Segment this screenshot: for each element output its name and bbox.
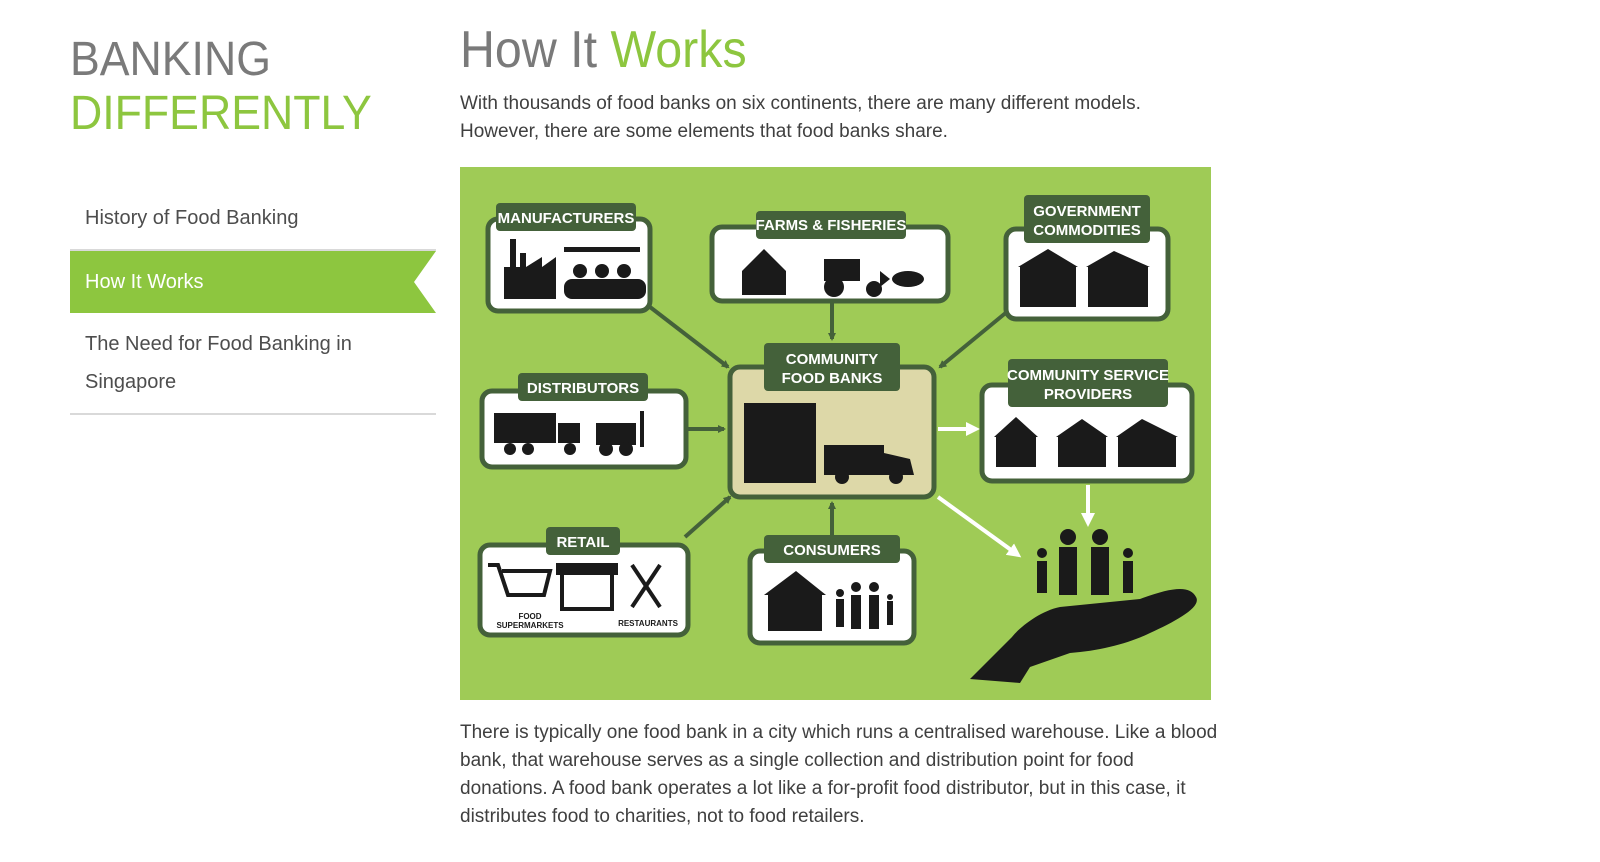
- node-community-service-providers: COMMUNITY SERVICE PROVIDERS: [982, 359, 1192, 481]
- page-title: How It Works: [460, 22, 747, 79]
- label-consumers: CONSUMERS: [783, 542, 881, 559]
- label-government-line2: COMMODITIES: [1033, 222, 1141, 239]
- label-community-line2: FOOD BANKS: [782, 370, 883, 387]
- label-food: FOOD: [518, 612, 541, 621]
- node-farms-fisheries: FARMS & FISHERIES: [712, 211, 948, 301]
- brand-heading: BANKING DIFFERENTLY: [70, 36, 394, 138]
- nav-item-label: The Need for Food Banking in Singapore: [85, 325, 355, 401]
- nav-item-how-it-works[interactable]: How It Works: [70, 251, 436, 313]
- body-paragraph: There is typically one food bank in a ci…: [460, 719, 1220, 831]
- warehouse-icon: [744, 403, 816, 483]
- label-government-line1: GOVERNMENT: [1033, 203, 1141, 220]
- node-retail: FOOD SUPERMARKETS RESTAURANTS RETAIL: [480, 527, 688, 635]
- label-csp-line1: COMMUNITY SERVICE: [1007, 367, 1169, 384]
- node-distributors: DISTRIBUTORS: [482, 373, 686, 467]
- title-part-1: How It: [460, 21, 611, 79]
- label-distributors: DISTRIBUTORS: [527, 380, 639, 397]
- food-bank-infographic: MANUFACTURERS FARMS & FISHERIES GOVERNME…: [460, 167, 1211, 700]
- brand-line-1: BANKING: [70, 36, 372, 84]
- label-community-line1: COMMUNITY: [786, 351, 879, 368]
- nav-item-need-singapore[interactable]: The Need for Food Banking in Singapore: [70, 313, 436, 415]
- nav-item-label: History of Food Banking: [85, 207, 298, 230]
- label-csp-line2: PROVIDERS: [1044, 386, 1132, 403]
- houses-icon: [994, 417, 1178, 467]
- node-manufacturers: MANUFACTURERS: [488, 203, 650, 311]
- node-government-commodities: GOVERNMENT COMMODITIES: [1006, 195, 1168, 319]
- section-nav: History of Food Banking How It Works The…: [70, 188, 436, 415]
- label-retail: RETAIL: [556, 534, 609, 551]
- node-consumers: CONSUMERS: [750, 535, 914, 643]
- node-community-food-banks[interactable]: COMMUNITY FOOD BANKS: [730, 343, 934, 497]
- label-supermarkets: SUPERMARKETS: [496, 621, 564, 630]
- brand-line-2: DIFFERENTLY: [70, 90, 372, 138]
- nav-item-history[interactable]: History of Food Banking: [70, 188, 436, 251]
- helping-hand-icon: [970, 529, 1197, 683]
- label-restaurants: RESTAURANTS: [618, 619, 679, 628]
- nav-item-label: How It Works: [85, 271, 204, 294]
- intro-paragraph: With thousands of food banks on six cont…: [460, 90, 1220, 146]
- label-farms-fisheries: FARMS & FISHERIES: [756, 217, 907, 234]
- title-part-2: Works: [611, 21, 747, 79]
- label-manufacturers: MANUFACTURERS: [498, 210, 635, 227]
